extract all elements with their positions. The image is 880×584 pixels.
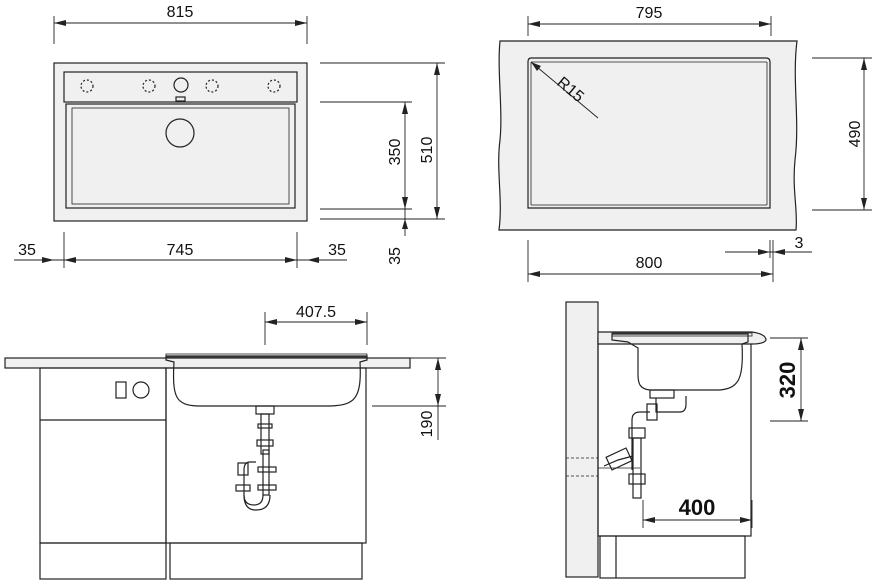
dim-label-350: 350 (387, 139, 404, 166)
socket-round-icon (132, 381, 150, 399)
side-cabinet-plinth (599, 535, 746, 579)
dim-label-400: 400 (679, 495, 716, 520)
tap-hole-4-icon (267, 79, 281, 93)
dim-label-745: 745 (167, 242, 194, 259)
dim-cutout-height: 490 (812, 57, 872, 211)
sink-bowl (65, 103, 296, 209)
tap-ledge (63, 71, 298, 103)
dim-label-407-5: 407.5 (296, 304, 336, 321)
side-drain-siphon (598, 389, 687, 499)
dim-label-795: 795 (636, 5, 663, 22)
dim-siphon-reach: 400 (642, 495, 753, 528)
dim-label-490: 490 (847, 121, 864, 148)
dim-label-35-bottom: 35 (387, 247, 404, 265)
sink-bowl-side-section (611, 333, 749, 391)
countertop-side (597, 331, 767, 345)
dim-label-35-right: 35 (328, 242, 346, 259)
sink-cabinet-plinth (169, 542, 363, 580)
side-cabinet (597, 337, 752, 537)
sink-rim-section (165, 353, 368, 358)
socket-switch-icon (115, 381, 127, 399)
sink-cabinet (165, 367, 367, 544)
dim-top-height: 510 350 35 (320, 62, 445, 265)
sink-bowl-section (165, 355, 368, 407)
tap-hole-main-icon (173, 77, 189, 93)
countertop-front (4, 357, 411, 369)
dim-bowl-depth: 190 (372, 357, 446, 440)
dim-top-rims: 35 745 35 (14, 232, 347, 268)
dim-label-35-left: 35 (18, 242, 36, 259)
left-cabinet-plinth (39, 542, 167, 580)
dim-top-width: 815 (53, 4, 308, 44)
dim-drain-offset: 407.5 (264, 304, 368, 345)
sink-bowl-inner-edge (71, 107, 290, 205)
side-section-view (565, 301, 767, 579)
dim-cutout-bottom: 800 3 (527, 235, 812, 282)
sink-top-view (53, 62, 308, 222)
front-section-view (4, 353, 411, 580)
countertop-cutout-view: R15 (498, 40, 798, 231)
overflow-slot (175, 96, 186, 102)
dim-cutout-top: 795 (527, 5, 772, 36)
dim-label-3: 3 (795, 235, 804, 252)
drain-hole-icon (165, 118, 195, 148)
dim-side-depth: 320 (770, 337, 808, 422)
dim-label-320: 320 (775, 362, 800, 399)
dim-label-800: 800 (636, 255, 663, 272)
sink-outer-rim (53, 62, 308, 222)
wall-section (565, 301, 599, 578)
dim-label-190: 190 (419, 411, 436, 438)
tap-hole-3-icon (205, 79, 219, 93)
dim-label-510: 510 (419, 137, 436, 164)
countertop-outline (498, 40, 798, 231)
cutout-opening (527, 57, 771, 209)
radius-leader (530, 61, 599, 119)
tap-hole-2-icon (142, 79, 156, 93)
tap-hole-1-icon (80, 79, 94, 93)
dim-label-815: 815 (167, 4, 194, 21)
drain-siphon (235, 405, 277, 511)
